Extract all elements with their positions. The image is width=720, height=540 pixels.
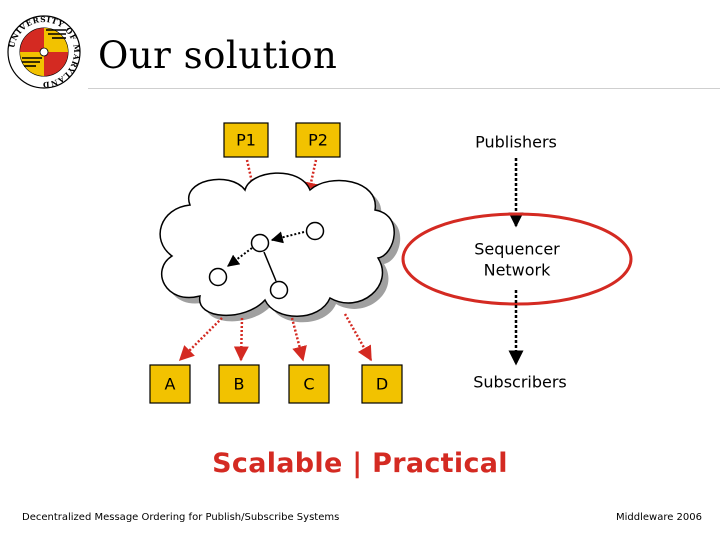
publisher-p1-box: P1: [223, 122, 269, 158]
subscribers-label: Subscribers: [473, 373, 567, 392]
overlay-arrow-3: [263, 251, 277, 282]
subscriber-a-arrow: [178, 317, 223, 362]
svg-text:P1: P1: [236, 131, 256, 150]
sequencer-label-line2: Network: [484, 261, 552, 280]
footer-paper-title: Decentralized Message Ordering for Publi…: [22, 512, 340, 523]
sequencer-network-cloud: [159, 172, 401, 323]
overlay-arrow-1: [270, 231, 305, 244]
sequencer-node: [208, 267, 228, 287]
slide-title: Our solution: [98, 34, 338, 77]
svg-text:D: D: [376, 375, 388, 394]
university-of-maryland-seal-logo: UNIVERSITY OF MARYLAND: [7, 15, 81, 89]
publishers-label: Publishers: [475, 133, 557, 152]
overlay-arrow-2: [227, 247, 253, 267]
subscriber-d-box: D: [361, 364, 403, 404]
subscriber-d-arrow: [343, 313, 373, 362]
svg-text:B: B: [234, 375, 245, 394]
subscriber-c-arrow: [290, 317, 307, 362]
subscriber-c-box: C: [288, 364, 330, 404]
publisher-p2-box: P2: [295, 122, 341, 158]
svg-text:P2: P2: [308, 131, 328, 150]
subscriber-b-box: B: [218, 364, 260, 404]
header-divider: [88, 88, 720, 89]
sequencer-node: [269, 280, 289, 300]
sequencer-network-highlight-ellipse: [401, 212, 633, 306]
subscriber-b-arrow: [233, 317, 249, 362]
sequencer-node: [250, 233, 270, 253]
svg-text:C: C: [303, 375, 314, 394]
svg-text:A: A: [165, 375, 176, 394]
sequencer-node: [305, 221, 325, 241]
tagline: Scalable | Practical: [212, 448, 508, 479]
footer-conference: Middleware 2006: [615, 512, 702, 523]
subscriber-a-box: A: [149, 364, 191, 404]
sequencer-label-line1: Sequencer: [474, 240, 560, 259]
